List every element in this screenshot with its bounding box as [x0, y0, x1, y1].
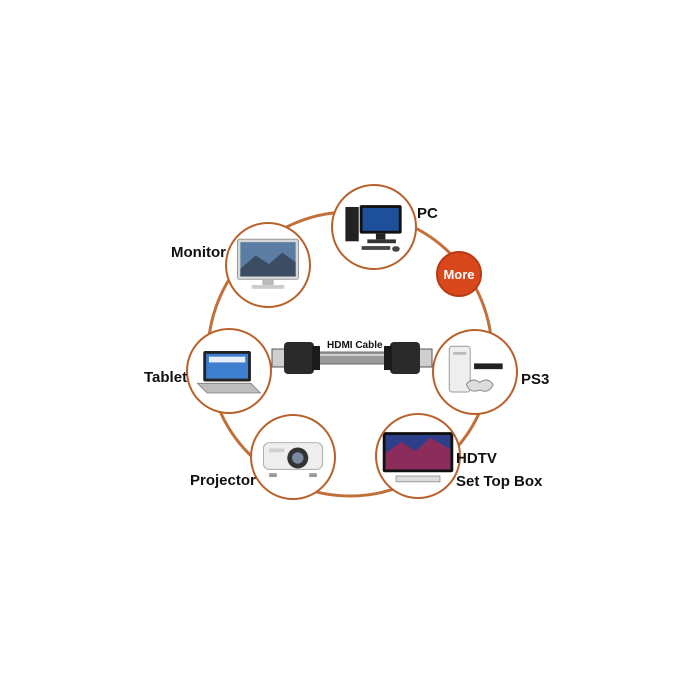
hdtv-icon	[382, 432, 454, 483]
pc-icon	[345, 205, 402, 252]
laptop-icon	[196, 350, 262, 394]
device-node-tablet	[186, 328, 272, 414]
console-icon	[448, 345, 503, 393]
device-label-pc: PC	[417, 205, 438, 222]
device-node-hdtv	[375, 413, 461, 499]
device-node-monitor	[225, 222, 311, 308]
device-node-projector	[250, 414, 336, 500]
device-node-pc	[331, 184, 417, 270]
device-node-ps3	[432, 329, 518, 415]
more-badge: More	[436, 251, 482, 297]
device-label-monitor: Monitor	[171, 244, 226, 261]
device-label-projector: Projector	[190, 472, 256, 489]
device-label-set-top-box: Set Top Box	[456, 473, 543, 490]
device-label-ps3: PS3	[521, 371, 550, 388]
projector-icon	[262, 442, 324, 478]
monitor-icon	[237, 238, 299, 289]
device-label-hdtv: HDTV	[456, 450, 497, 467]
device-label-tablet: Tablet	[144, 369, 188, 386]
cable-label: HDMI Cable	[327, 340, 383, 351]
